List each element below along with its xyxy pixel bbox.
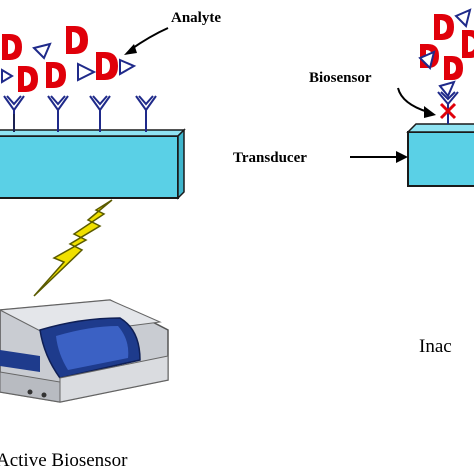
- analyte-triangle-icon: [454, 8, 472, 28]
- biosensor-arrow: [397, 87, 436, 118]
- analyte-triangle-icon: [119, 58, 137, 76]
- receptor-icon: [89, 95, 111, 132]
- analyte-d-icon: [434, 14, 454, 40]
- lightning-bolt-icon: [33, 199, 113, 297]
- inactive-analytes: [418, 8, 474, 98]
- blocked-receptor-icon: [437, 91, 459, 124]
- analyte-triangle-icon: [418, 50, 436, 70]
- analyte-d-icon: [2, 34, 22, 60]
- inactive-transducer-block: [406, 123, 474, 187]
- blocked-x-icon: [439, 102, 457, 120]
- analyte-triangle-icon: [32, 42, 52, 60]
- active-receptors: [3, 95, 157, 132]
- spectrophotometer-icon: [0, 299, 169, 403]
- receptor-icon: [47, 95, 69, 132]
- analyte-label: Analyte: [171, 10, 221, 26]
- analyte-d-icon: [46, 62, 66, 88]
- analyte-triangle-icon: [438, 80, 456, 98]
- analyte-d-icon: [96, 52, 118, 80]
- analyte-d-icon: [66, 26, 88, 54]
- analyte-triangle-icon: [0, 68, 14, 84]
- active-transducer-block: [0, 128, 186, 200]
- inactive-biosensor-caption: Inac: [419, 336, 452, 357]
- analyte-triangle-icon: [77, 62, 97, 82]
- transducer-arrow: [350, 151, 408, 163]
- analyte-d-icon: [444, 56, 463, 80]
- receptor-icon: [135, 95, 157, 132]
- analyte-arrow: [124, 27, 169, 55]
- transducer-label: Transducer: [233, 150, 307, 166]
- active-biosensor-caption: Active Biosensor: [0, 450, 128, 471]
- analyte-d-icon: [18, 66, 38, 92]
- active-analytes: [0, 26, 137, 92]
- biosensor-label: Biosensor: [309, 70, 372, 86]
- analyte-d-icon: [462, 30, 474, 58]
